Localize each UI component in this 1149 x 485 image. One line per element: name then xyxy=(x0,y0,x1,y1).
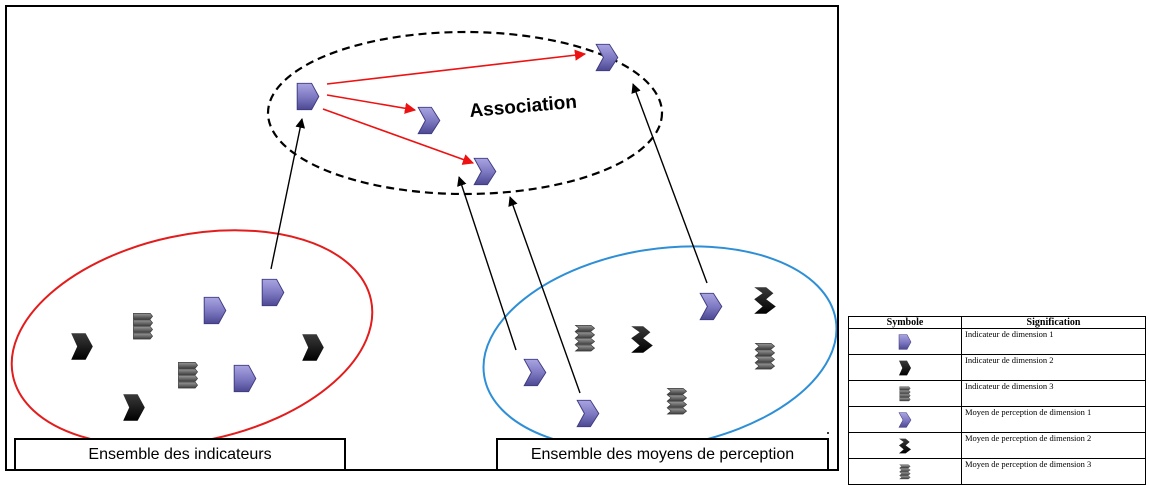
diagram-frame: Association Ensemble des xyxy=(5,5,839,471)
mapping-arrow xyxy=(457,176,517,351)
perception-dim2-icon xyxy=(754,287,776,314)
perception-dim1-icon xyxy=(595,43,619,72)
indicator-dim2-icon xyxy=(302,334,324,361)
indicator-dim2-icon xyxy=(71,333,93,360)
indicator-dim1-icon xyxy=(898,333,912,350)
mapping-arrow xyxy=(631,83,708,284)
perception-set-ellipse xyxy=(482,245,837,451)
legend-meaning: Moyen de perception de dimension 3 xyxy=(961,458,1146,485)
indicator-set-ellipse xyxy=(10,229,374,447)
perception-dim3-icon xyxy=(755,342,775,370)
perception-dim3-icon xyxy=(575,324,595,352)
legend-header-symbol: Symbole xyxy=(848,316,962,329)
legend-row: Moyen de perception de dimension 1 xyxy=(848,406,1146,433)
association-arrow xyxy=(326,49,587,85)
mapping-arrow xyxy=(508,196,581,394)
indicator-dim1-icon xyxy=(261,278,285,307)
perception-dim1-icon xyxy=(473,157,497,186)
legend-row: Indicateur de dimension 3 xyxy=(848,380,1146,407)
legend-symbol-cell xyxy=(848,432,962,459)
indicator-dim2-icon xyxy=(123,394,145,421)
legend-meaning: Moyen de perception de dimension 2 xyxy=(961,432,1146,459)
legend-table: Symbole Signification Indicateur de dime… xyxy=(848,316,1146,485)
indicator-dim2-icon xyxy=(899,360,911,375)
stray-dot xyxy=(827,432,829,434)
indicator-dim1-icon xyxy=(203,296,227,325)
legend-symbol-cell xyxy=(848,354,962,381)
perception-dim2-icon xyxy=(899,438,911,453)
perception-dim3-icon xyxy=(899,463,911,479)
legend-symbol-cell xyxy=(848,458,962,485)
perception-dim2-icon xyxy=(631,326,653,353)
legend-meaning: Indicateur de dimension 2 xyxy=(961,354,1146,381)
perception-dim1-icon xyxy=(576,399,600,428)
legend-meaning: Indicateur de dimension 1 xyxy=(961,328,1146,355)
perception-dim1-icon xyxy=(699,292,723,321)
perception-dim3-icon xyxy=(667,387,687,415)
mapping-arrow xyxy=(270,118,306,270)
indicator-dim3-icon xyxy=(133,312,153,340)
association-arrow xyxy=(322,108,475,165)
indicator-set-caption-text: Ensemble des indicateurs xyxy=(88,446,272,463)
perception-dim1-icon xyxy=(417,106,441,135)
legend-header-row: Symbole Signification xyxy=(848,316,1146,329)
association-label: Association xyxy=(469,92,578,122)
legend-row: Indicateur de dimension 1 xyxy=(848,328,1146,355)
legend-symbol-cell xyxy=(848,380,962,407)
indicator-dim3-icon xyxy=(178,361,198,389)
legend-meaning: Moyen de perception de dimension 1 xyxy=(961,406,1146,433)
perception-set-caption: Ensemble des moyens de perception xyxy=(496,438,829,469)
legend-meaning: Indicateur de dimension 3 xyxy=(961,380,1146,407)
perception-dim1-icon xyxy=(523,358,547,387)
legend-row: Indicateur de dimension 2 xyxy=(848,354,1146,381)
indicator-dim1-icon xyxy=(233,364,257,393)
indicator-dim3-icon xyxy=(899,385,911,401)
perception-dim1-icon xyxy=(898,411,912,428)
legend-symbol-cell xyxy=(848,328,962,355)
legend-symbol-cell xyxy=(848,406,962,433)
association-arrow xyxy=(326,94,417,114)
legend-row: Moyen de perception de dimension 2 xyxy=(848,432,1146,459)
association-diagram: Association xyxy=(10,30,837,451)
indicator-set-caption: Ensemble des indicateurs xyxy=(14,438,346,469)
legend-header-meaning: Signification xyxy=(961,316,1146,329)
indicator-dim1-icon xyxy=(296,82,320,111)
perception-set-caption-text: Ensemble des moyens de perception xyxy=(530,446,795,463)
legend-row: Moyen de perception de dimension 3 xyxy=(848,458,1146,485)
